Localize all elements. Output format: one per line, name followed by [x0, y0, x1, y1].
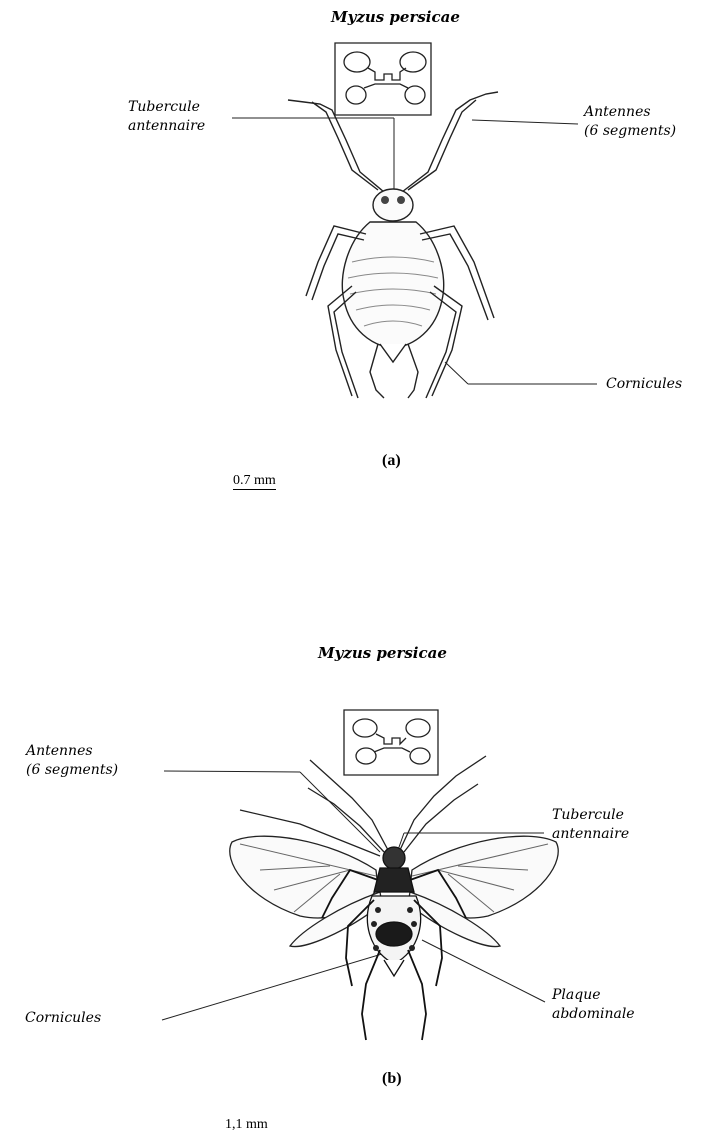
leader-cornicules-a: [445, 362, 468, 384]
label-cornicules-a: Cornicules: [606, 375, 682, 394]
leader-cornicules-b: [162, 954, 382, 1020]
head-inset-b: [344, 710, 438, 775]
label-tubercule-b: Tubercule antennaire: [552, 806, 629, 844]
body-b: [367, 847, 420, 976]
label-tubercule-a: Tubercule antennaire: [128, 98, 205, 136]
scale-bar-a: 0.7 mm: [233, 473, 276, 490]
panel-letter-b: (b): [382, 1070, 402, 1088]
apterous-aphid-drawing: [0, 0, 707, 520]
leader-antennes-a: [472, 120, 578, 124]
body-a: [342, 189, 443, 362]
figure-a: Myzus persicae: [0, 0, 707, 520]
label-plaque-b: Plaque abdominale: [552, 986, 635, 1024]
label-antennes-b: Antennes (6 segments): [26, 742, 118, 780]
label-antennes-a: Antennes (6 segments): [584, 103, 676, 141]
alate-aphid-drawing: [0, 630, 707, 1144]
scale-bar-b: 1,1 mm: [225, 1117, 268, 1133]
leader-antennes-b: [164, 771, 300, 772]
head-inset-a: [335, 43, 431, 115]
antennae-a: [288, 92, 498, 192]
panel-letter-a: (a): [382, 452, 401, 470]
leader-plaque-b: [422, 940, 545, 1002]
figure-b: Myzus persicae: [0, 630, 707, 1144]
label-cornicules-b: Cornicules: [25, 1009, 101, 1028]
